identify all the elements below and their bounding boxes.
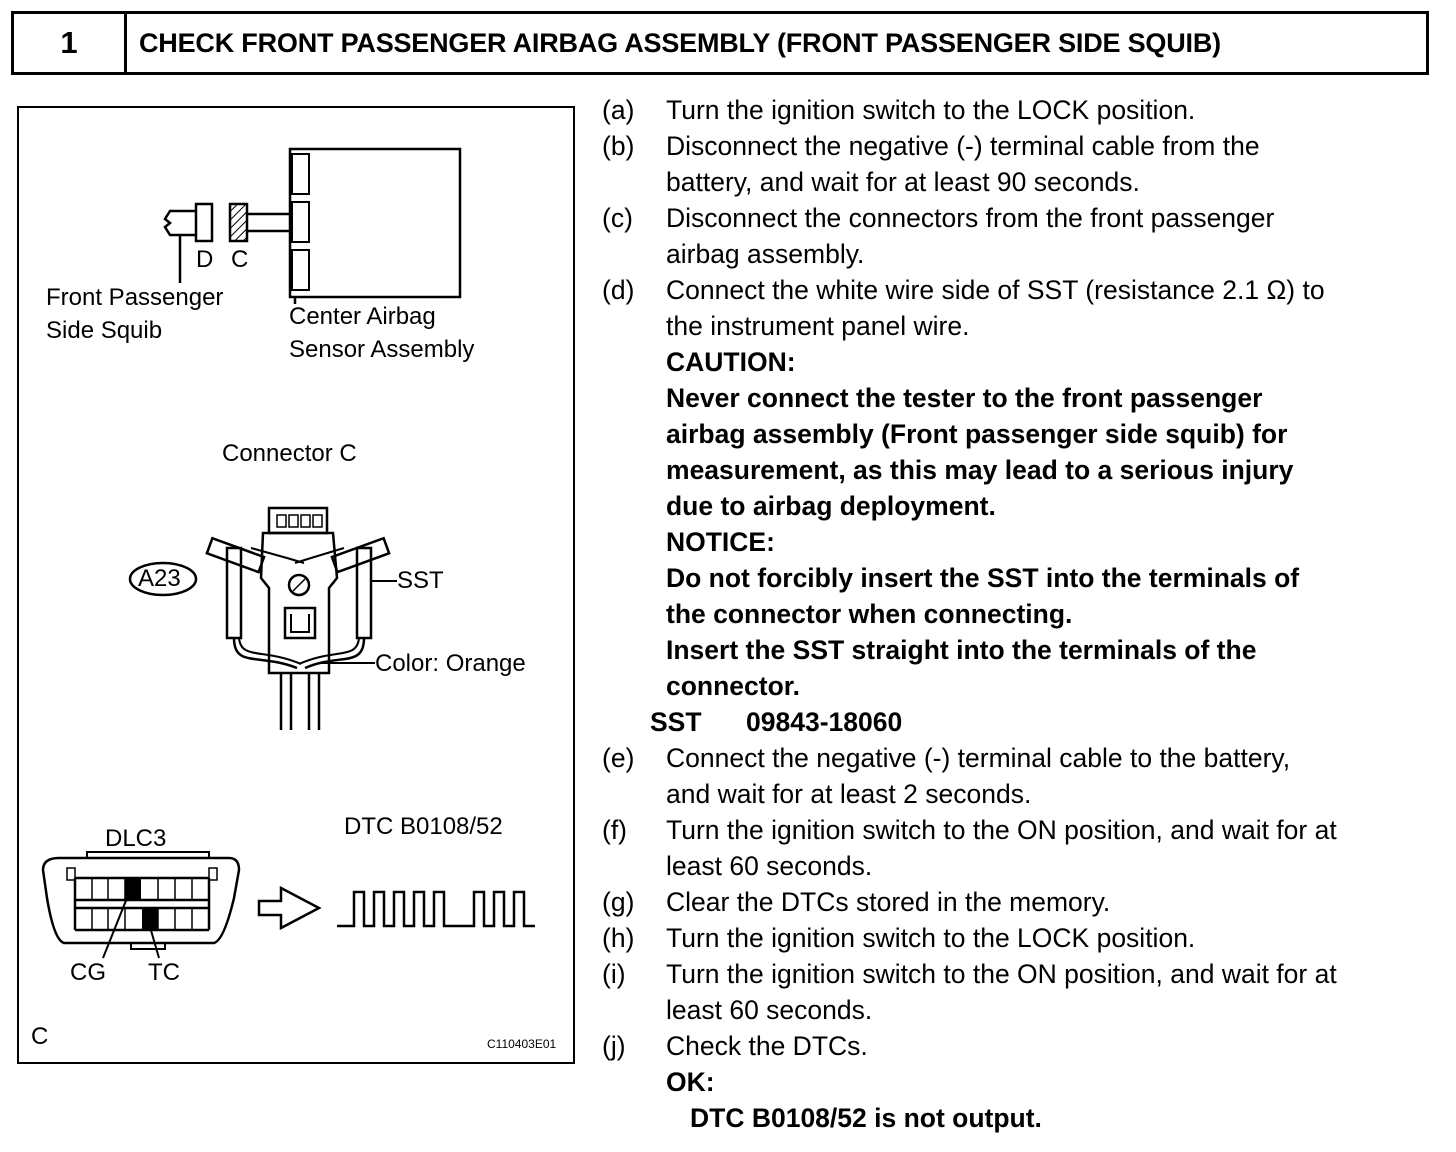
connector-code: A23 [138, 565, 181, 592]
ok-result: DTC B0108/52 is not output. [690, 1103, 1042, 1133]
squib-label-2: Side Squib [46, 317, 163, 344]
ok-heading: OK: [666, 1067, 715, 1097]
caution-line: measurement, as this may lead to a serio… [666, 455, 1294, 485]
step-j: (j) Check the DTCs. [602, 1031, 868, 1061]
squib-plug [163, 209, 196, 237]
step-h: (h) Turn the ignition switch to the LOCK… [602, 923, 1196, 953]
caution-heading: CAUTION: [666, 347, 796, 377]
step-number: 1 [14, 14, 127, 72]
notice-line: Do not forcibly insert the SST into the … [666, 563, 1300, 593]
notice-heading: NOTICE: [666, 527, 775, 557]
cg-label: CG [70, 959, 106, 986]
color-label: Color: Orange [375, 650, 526, 677]
notice-line: connector. [666, 671, 801, 701]
step-title: CHECK FRONT PASSENGER AIRBAG ASSEMBLY (F… [139, 27, 1221, 58]
step-i: (i) Turn the ignition switch to the ON p… [602, 959, 1337, 1025]
center-airbag-sensor-box [288, 147, 462, 299]
step-header: 1 CHECK FRONT PASSENGER AIRBAG ASSEMBLY … [11, 11, 1429, 75]
tc-label: TC [148, 959, 180, 986]
corner-code: C [31, 1023, 49, 1050]
squib-label-1: Front Passenger [46, 284, 224, 311]
sensor-label-1: Center Airbag [289, 303, 436, 330]
connector-c [228, 202, 249, 243]
step-f: (f) Turn the ignition switch to the ON p… [602, 815, 1337, 881]
tc-pin [142, 908, 158, 930]
sst-number: 09843-18060 [746, 707, 903, 737]
connector-d-label: D [196, 246, 214, 273]
connector-d [194, 202, 214, 243]
connector-c-detail [128, 506, 397, 730]
procedure-steps: (a) Turn the ignition switch to the LOCK… [602, 92, 1442, 1136]
sst-line: SST 09843-18060 [602, 704, 1442, 740]
dtc-label: DTC B0108/52 [344, 813, 503, 840]
figure-id: C110403E01 [487, 1037, 557, 1051]
sst-label: SST [397, 567, 444, 594]
dlc3-connector [41, 851, 535, 959]
step-e: (e) Connect the negative (-) terminal ca… [602, 743, 1291, 809]
sensor-label-2: Sensor Assembly [289, 336, 475, 363]
dlc3-label: DLC3 [105, 825, 167, 852]
sensor-port-2 [291, 201, 310, 243]
caution-line: due to airbag deployment. [666, 491, 996, 521]
step-a: (a) Turn the ignition switch to the LOCK… [602, 95, 1196, 125]
step-c: (c) Disconnect the connectors from the f… [602, 203, 1275, 269]
sst-tag: SST [650, 707, 702, 737]
sensor-port-3 [291, 249, 310, 291]
step-b: (b) Disconnect the negative (-) terminal… [602, 131, 1260, 197]
caution-line: airbag assembly (Front passenger side sq… [666, 419, 1288, 449]
notice-line: the connector when connecting. [666, 599, 1073, 629]
connector-title: Connector C [222, 440, 357, 467]
step-d: (d) Connect the white wire side of SST (… [602, 275, 1325, 341]
diagram-drawing [41, 147, 535, 959]
sensor-port-1 [291, 153, 310, 195]
connector-c-label: C [231, 246, 249, 273]
cg-pin [125, 878, 141, 900]
notice-line: Insert the SST straight into the termina… [666, 635, 1257, 665]
caution-line: Never connect the tester to the front pa… [666, 383, 1263, 413]
diagram-figure: D C Front Passenger Side Squib Center Ai… [17, 106, 575, 1064]
step-g: (g) Clear the DTCs stored in the memory. [602, 887, 1111, 917]
